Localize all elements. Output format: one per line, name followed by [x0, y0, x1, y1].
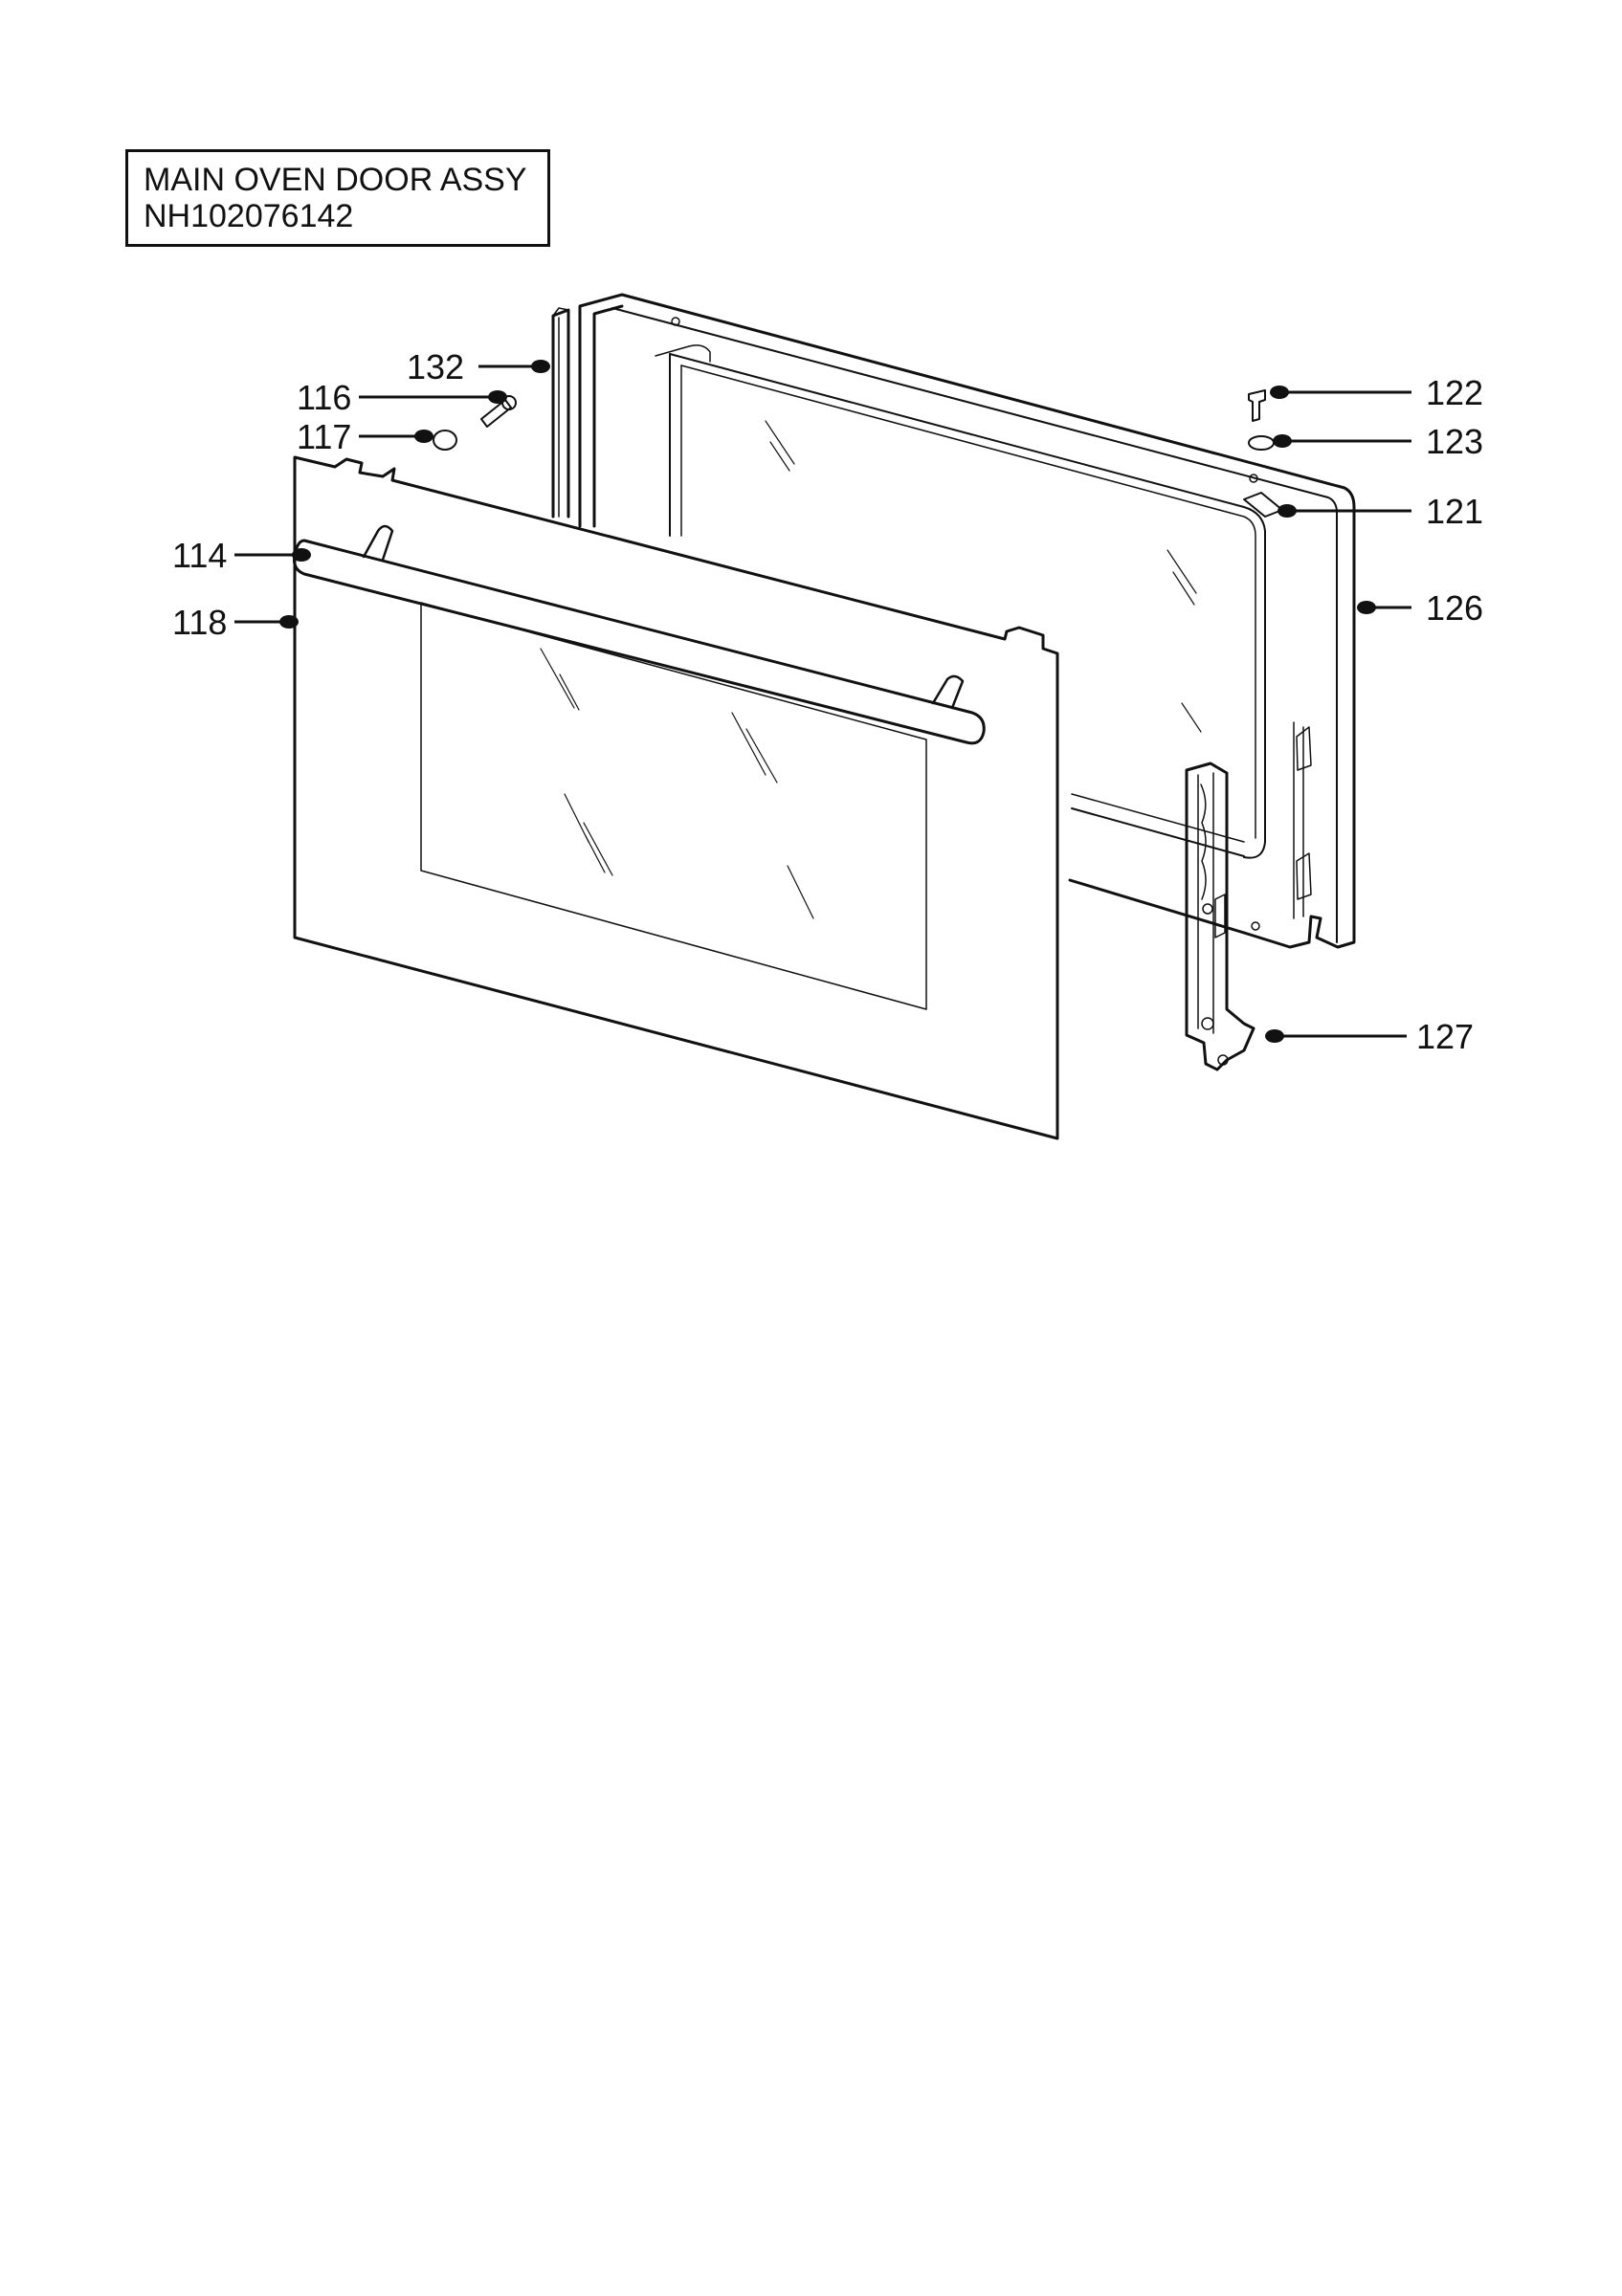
callout-labels: 132 116 117 114 118 122 123 121 126 127	[172, 347, 1483, 1056]
washer-123	[1248, 435, 1275, 451]
dot-114	[292, 548, 311, 562]
title-box: MAIN OVEN DOOR ASSY NH102076142	[125, 149, 550, 247]
label-126: 126	[1426, 588, 1483, 628]
door-handle-bar	[293, 524, 986, 745]
rear-door-frame	[578, 293, 1356, 949]
leader-lines	[234, 364, 1411, 1038]
label-123: 123	[1426, 422, 1483, 461]
front-door-glass	[293, 455, 1059, 1140]
title-line-2: NH102076142	[144, 198, 354, 234]
callout-dots	[279, 360, 1376, 1043]
label-132: 132	[407, 347, 464, 386]
label-116: 116	[297, 378, 351, 417]
screw-122	[1248, 389, 1266, 422]
dot-122	[1270, 386, 1289, 399]
label-114: 114	[172, 536, 227, 575]
dot-116	[488, 390, 507, 404]
clip-121	[1243, 492, 1283, 518]
dot-121	[1278, 504, 1297, 518]
dot-132	[531, 360, 550, 373]
label-121: 121	[1426, 492, 1483, 531]
dot-118	[279, 615, 299, 629]
dot-126	[1357, 601, 1376, 614]
side-seal-132	[551, 307, 570, 519]
dot-123	[1273, 434, 1292, 448]
label-117: 117	[297, 417, 351, 456]
dot-117	[414, 430, 433, 443]
label-118: 118	[172, 603, 227, 642]
title-line-1: MAIN OVEN DOOR ASSY	[144, 162, 527, 198]
label-127: 127	[1416, 1017, 1474, 1056]
dot-127	[1265, 1029, 1284, 1043]
cap-117	[433, 430, 457, 451]
label-122: 122	[1426, 373, 1483, 412]
door-hinge	[1185, 762, 1255, 1071]
